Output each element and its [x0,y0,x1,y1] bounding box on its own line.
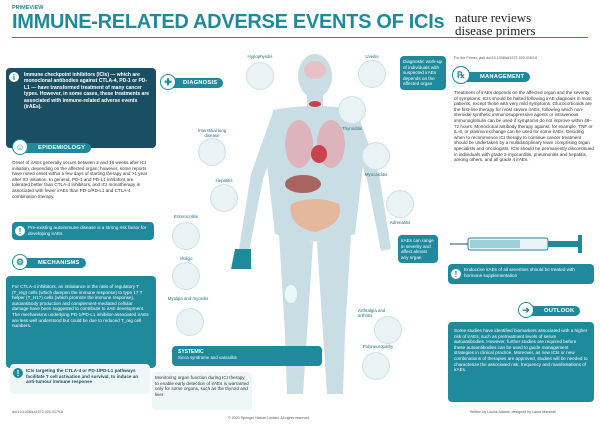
outlook-text: Some studies have identified biomarkers … [454,328,588,373]
enterocolitis-label: Enterocolitis [174,214,198,219]
uveitis-label: Uveitis [365,54,379,59]
myalgia-bubble [176,308,204,336]
header: PRIMEVIEW IMMUNE-RELATED ADVERSE EVENTS … [0,0,600,40]
footer-copyright: © 2020 Springer Nature Limited. All righ… [228,416,311,420]
syringe-graphic [450,235,582,253]
brand-line1: nature reviews [455,10,532,25]
hypophysitis-bubble [246,62,274,90]
syringe-liquid [470,240,520,248]
mechanisms-label: MECHANISMS [20,258,86,268]
mechanisms-alert-icon: ! [13,368,23,378]
pneumonitis-label: Interstitial lung disease [197,128,227,138]
management-text: Treatment of irAEs depends on the affect… [454,90,594,163]
liver-shape [285,175,321,193]
epidemiology-label: EPIDEMIOLOGY [20,143,92,153]
footer-credits: Written by Louise Adams; designed by Lau… [470,410,556,414]
enterocolitis-bubble [172,222,200,250]
hepatitis-bubble [210,184,238,212]
left-arm-shape [239,112,279,251]
polyneuropathy-bubble [362,352,390,380]
pneumonitis-bubble [198,138,226,166]
polyneuropathy-label: Polyneuropathy [362,344,394,349]
myocarditis-label: Myocarditis [364,172,388,177]
systemic-text: Sicca syndrome and vasculitis [178,355,237,360]
lungs-shape [285,120,313,168]
mechanisms-alert-box: ICIs targeting the CTLA-4 or PD-1/PD-L1 … [10,364,150,394]
epidemiology-text: Onset of irAEs generally occurs between … [12,160,148,199]
vitiligo-patch-shape [285,285,297,303]
monitoring-box: Monitoring organ function during ICI the… [152,372,252,410]
management-label: MANAGEMENT [462,72,531,82]
mechanisms-box: For CTLA-4 inhibitors, an imbalance in t… [6,276,156,368]
right-leg-shape [317,234,351,394]
hepatitis-label: Hepatitis [215,178,233,183]
footer-doi: doi:10.1038/s41572-020-0179-6 [12,410,64,414]
right-arm-shape [351,112,391,251]
epidemiology-alert-box: Pre-existing autoimmune disease is a str… [12,222,154,240]
thyroiditis-label: Thyroiditis [341,126,362,131]
left-hand-shape [231,249,251,269]
arthralgia-label: Arthralgia and arthritis [358,308,386,318]
primer-ref: For the Primer, visit doi:10.1038/s41572… [454,56,538,60]
management-alert-text: Endocrine irAEs of all severities should… [464,267,575,278]
myalgia-label: Myalgia and myositis [167,296,209,301]
outlook-icon: ➔ [518,302,534,318]
adrenalitis-label: Adrenalitis [389,220,411,225]
thyroiditis-bubble [338,96,366,124]
vitiligo-bubble [172,262,200,290]
outlook-label: OUTLOOK [526,306,581,316]
brand-line2: disease primers [455,23,536,38]
mechanisms-icon: ⚙ [12,254,28,270]
mechanisms-text: For CTLA-4 inhibitors, an imbalance in t… [12,284,149,329]
header-rule [12,37,588,38]
syringe-plunger [548,241,578,247]
primeview-tag: PRIMEVIEW [12,5,44,11]
management-alert-icon: ! [451,269,461,279]
arthralgia-bubble [374,316,402,344]
page-title: IMMUNE-RELATED ADVERSE EVENTS OF ICIs [12,11,445,33]
syringe-handle [578,235,582,253]
mechanisms-alert-text: ICIs targeting the CTLA-4 or PD-1/PD-L1 … [26,368,139,385]
diagnosis-side-box: Diagnostic work-up of individuals with s… [400,56,446,90]
management-rx-icon: ℞ [452,66,470,84]
uveitis-bubble [358,60,386,88]
myocarditis-bubble [362,142,390,170]
systemic-title: SYSTEMIC [178,349,204,355]
management-alert-box: Endocrine irAEs of all severities should… [448,264,594,284]
epidemiology-alert-text: Pre-existing autoimmune disease is a str… [28,225,147,236]
diagnosis-icon: ✚ [160,74,176,90]
systemic-box: SYSTEMIC Sicca syndrome and vasculitis [172,346,322,366]
human-body-figure [231,54,391,394]
intro-box: Immune checkpoint inhibitors (ICIs) — wh… [6,68,156,148]
hypophysitis-label: Hypophysitis [247,54,273,59]
outlook-box: Some studies have identified biomarkers … [448,322,594,402]
vitiligo-label: Vitiligo [179,256,193,261]
adrenalitis-bubble [386,190,414,218]
brain-shape [304,61,326,79]
diagnosis-label: DIAGNOSIS [165,78,224,88]
left-leg-shape [279,234,313,394]
intro-text: Immune checkpoint inhibitors (ICIs) — wh… [24,72,150,111]
intestine-shape [290,199,340,232]
thyroid-shape [309,101,321,107]
info-icon: i [9,72,19,82]
epidemiology-icon: ☺ [12,139,28,155]
range-box: irAEs can range in severity and affect a… [398,235,438,264]
epidemiology-alert-icon: ! [15,226,25,236]
heart-shape [311,145,327,163]
